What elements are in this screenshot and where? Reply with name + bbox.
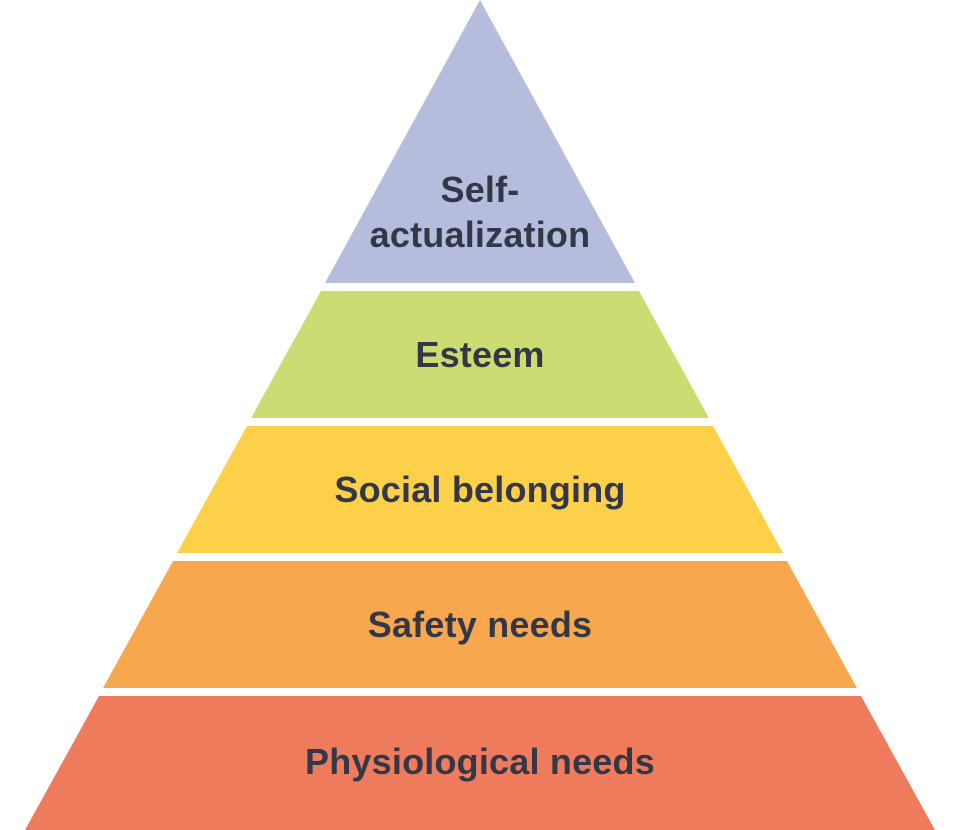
level-label-physiological-needs: Physiological needs <box>305 741 655 782</box>
pyramid-level-esteem <box>251 291 709 418</box>
pyramid-level-safety-needs <box>103 561 857 688</box>
level-label-self-actualization-line2: actualization <box>370 214 591 255</box>
pyramid-level-physiological-needs <box>25 696 935 830</box>
pyramid-level-self-actualization <box>325 0 635 283</box>
pyramid-level-social-belonging <box>177 426 783 553</box>
level-label-self-actualization-line1: Self- <box>440 169 519 210</box>
level-label-esteem: Esteem <box>415 334 544 375</box>
level-label-social-belonging: Social belonging <box>334 469 625 510</box>
level-label-safety-needs: Safety needs <box>368 604 593 645</box>
